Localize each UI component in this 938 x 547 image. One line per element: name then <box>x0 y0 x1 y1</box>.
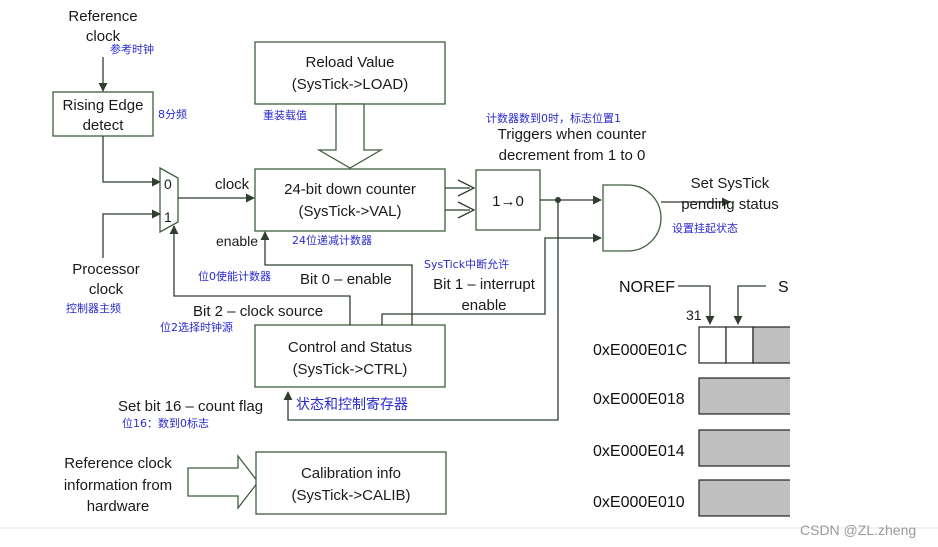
wire-bit2-clock-source <box>169 225 351 325</box>
down-counter-box <box>254 168 446 232</box>
trigger-desc-2: decrement from 1 to 0 <box>499 147 646 164</box>
bit16-cn: 位16：数到0标志 <box>122 416 209 430</box>
crop-mask <box>790 270 938 530</box>
reload-label-1: Reload Value <box>306 54 395 71</box>
reload-value-box <box>254 41 446 105</box>
and-gate <box>602 184 662 252</box>
control-label-1: Control and Status <box>288 339 412 356</box>
processor-clock-cn: 控制器主频 <box>66 301 121 315</box>
reference-clock-label-2: clock <box>86 28 121 45</box>
calib-source-2: information from <box>64 477 172 494</box>
processor-clock-label-2: clock <box>89 281 124 298</box>
mux-input-1: 1 <box>164 209 172 225</box>
calibration-box <box>255 451 447 515</box>
noref-arrow <box>678 285 715 325</box>
bit0-cn: 位0使能计数器 <box>198 269 271 283</box>
counter-cn: 24位递减计数器 <box>292 233 372 247</box>
reg-address-3: 0xE000E014 <box>593 443 685 460</box>
trigger-label: 1→0 <box>492 193 524 210</box>
bit1-label-1: Bit 1 – interrupt <box>433 276 536 293</box>
counter-label-1: 24-bit down counter <box>284 181 416 198</box>
mux-input-0: 0 <box>164 176 172 192</box>
reg-address-4: 0xE000E010 <box>593 494 685 511</box>
skew-label: S <box>778 279 789 296</box>
calib-label-1: Calibration info <box>301 465 401 482</box>
rising-edge-box <box>52 91 154 137</box>
reload-label-2: (SysTick->LOAD) <box>292 76 409 93</box>
counter-enable-label: enable <box>216 233 258 249</box>
and-output-cn: 设置挂起状态 <box>672 221 738 235</box>
skew-arrow <box>733 285 766 325</box>
bit1-label-2: enable <box>461 297 506 314</box>
clock-label: clock <box>215 176 250 193</box>
noref-label: NOREF <box>619 279 675 296</box>
rising-edge-label-1: Rising Edge <box>63 97 144 114</box>
reg-address-1: 0xE000E01C <box>593 342 687 359</box>
control-label-2: (SysTick->CTRL) <box>293 361 408 378</box>
and-output-label-1: Set SysTick <box>691 175 770 192</box>
reg-cell-noref <box>698 326 727 364</box>
counter-out-arrow-bottom <box>457 201 476 219</box>
bit0-label: Bit 0 – enable <box>300 271 392 288</box>
reg-row-val <box>698 377 794 415</box>
processor-clock-label-1: Processor <box>72 261 140 278</box>
reference-clock-cn: 参考时钟 <box>110 42 154 56</box>
calib-label-2: (SysTick->CALIB) <box>291 487 410 504</box>
bit16-label: Set bit 16 – count flag <box>118 398 263 415</box>
reload-cn: 重装载值 <box>263 108 307 122</box>
bit2-label: Bit 2 – clock source <box>193 303 323 320</box>
control-status-box <box>254 324 446 388</box>
bit1-cn: SysTick中断允许 <box>424 257 509 271</box>
wire-processor-to-mux <box>102 209 161 258</box>
reg-cell-skew <box>725 326 754 364</box>
reload-arrow <box>316 103 384 169</box>
wire-bit1-interrupt <box>381 233 602 325</box>
reg-row-load <box>698 429 794 467</box>
calib-source-3: hardware <box>87 498 150 515</box>
control-cn: 状态和控制寄存器 <box>296 396 408 413</box>
reg-address-2: 0xE000E018 <box>593 391 685 408</box>
bit2-cn: 位2选择时钟源 <box>160 320 233 334</box>
wire-count-flag <box>283 200 559 421</box>
bit31-label: 31 <box>686 307 702 323</box>
calibration-arrow <box>187 454 259 510</box>
wire-rising-to-mux <box>102 136 161 187</box>
watermark: CSDN @ZL.zheng <box>800 522 916 538</box>
and-output-label-2: pending status <box>681 196 779 213</box>
counter-out-arrow-top <box>457 179 476 197</box>
reg-cell-tenms <box>752 326 794 364</box>
trigger-cn: 计数器数到0时，标志位置1 <box>486 111 621 125</box>
rising-edge-cn: 8分频 <box>158 107 187 121</box>
reg-row-ctrl <box>698 479 794 517</box>
counter-label-2: (SysTick->VAL) <box>299 203 402 220</box>
wire-bit0-enable <box>260 231 413 325</box>
reference-clock-label-1: Reference <box>68 8 137 25</box>
rising-edge-label-2: detect <box>83 117 125 134</box>
trigger-desc-1: Triggers when counter <box>498 126 647 143</box>
calib-source-1: Reference clock <box>64 455 172 472</box>
